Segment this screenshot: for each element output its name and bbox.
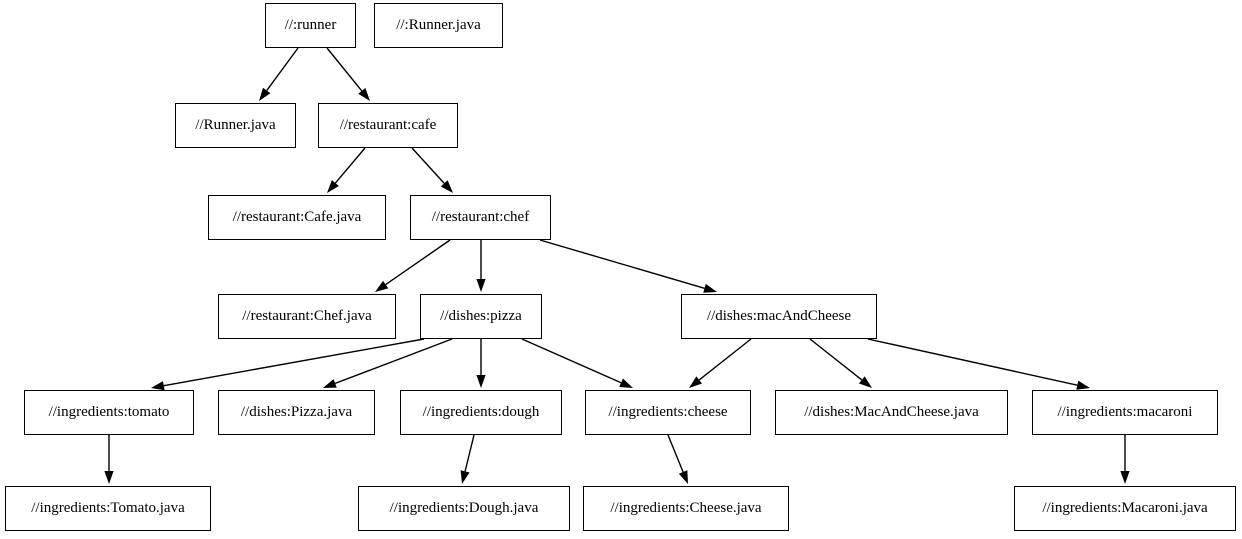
graph-node-ingredients_cheese[interactable]: //ingredients:cheese [585,390,751,435]
graph-node-label: //restaurant:Cafe.java [232,209,362,225]
graph-node-restaurant_chef_java[interactable]: //restaurant:Chef.java [218,294,396,339]
graph-node-ingredients_dough[interactable]: //ingredients:dough [400,390,562,435]
graph-node-restaurant_cafe_java[interactable]: //restaurant:Cafe.java [208,195,386,240]
graph-node-ingredients_tomato[interactable]: //ingredients:tomato [24,390,194,435]
graph-node-restaurant_chef[interactable]: //restaurant:chef [410,195,551,240]
graph-node-label: //Runner.java [195,117,276,133]
graph-node-label: //ingredients:Tomato.java [31,500,185,516]
graph-node-label: //dishes:macAndCheese [706,308,852,324]
graph-node-runner[interactable]: //:runner [265,3,356,48]
graph-node-label: //restaurant:chef [431,209,530,225]
graph-node-label: //:Runner.java [396,17,481,33]
graph-node-label: //dishes:pizza [440,308,522,324]
graph-node-label: //ingredients:Dough.java [389,500,539,516]
graph-node-label: //ingredients:dough [422,404,540,420]
graph-node-label: //dishes:Pizza.java [240,404,353,420]
graph-node-ingredients_macaroni[interactable]: //ingredients:macaroni [1032,390,1218,435]
graph-node-label: //dishes:MacAndCheese.java [804,404,979,420]
graph-node-label: //ingredients:tomato [48,404,170,420]
graph-node-label: //restaurant:cafe [339,117,437,133]
graph-node-dough_java[interactable]: //ingredients:Dough.java [358,486,570,531]
graph-node-label: //ingredients:macaroni [1057,404,1193,420]
graph-node-restaurant_cafe[interactable]: //restaurant:cafe [318,103,458,148]
graph-node-dishes_mac_java[interactable]: //dishes:MacAndCheese.java [775,390,1008,435]
graph-node-label: //restaurant:Chef.java [242,308,372,324]
graph-node-label: //ingredients:Cheese.java [610,500,762,516]
graph-node-tomato_java[interactable]: //ingredients:Tomato.java [5,486,211,531]
graph-node-cheese_java[interactable]: //ingredients:Cheese.java [583,486,789,531]
graph-node-runner_java[interactable]: //Runner.java [175,103,296,148]
graph-node-dishes_macandcheese[interactable]: //dishes:macAndCheese [681,294,877,339]
graph-node-label: //ingredients:Macaroni.java [1042,500,1208,516]
graph-node-label: //ingredients:cheese [608,404,728,420]
graph-node-macaroni_java[interactable]: //ingredients:Macaroni.java [1014,486,1236,531]
graph-node-dishes_pizza[interactable]: //dishes:pizza [420,294,542,339]
graph-node-dishes_pizza_java[interactable]: //dishes:Pizza.java [218,390,375,435]
graph-node-root_runner_java[interactable]: //:Runner.java [374,3,503,48]
graph-node-label: //:runner [284,17,337,33]
